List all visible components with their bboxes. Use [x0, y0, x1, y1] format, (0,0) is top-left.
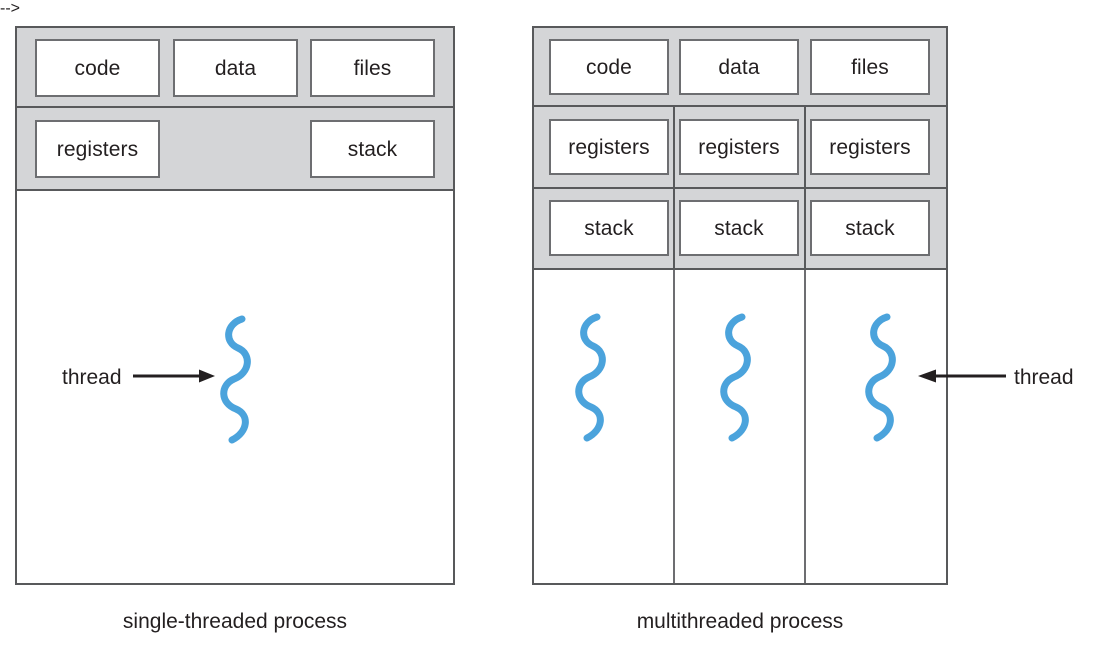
shared-resources-band: code data files: [17, 28, 453, 108]
single-threaded-process-panel: code data files registers stack: [15, 26, 455, 585]
cell-registers: registers: [549, 119, 669, 175]
cell-stack: stack: [810, 200, 930, 256]
multithreaded-process-panel: code data files registers registers regi…: [532, 26, 948, 585]
caption-multithreaded: multithreaded process: [636, 610, 844, 633]
band-column-divider: [673, 107, 675, 189]
cell-files: files: [310, 39, 435, 97]
cell-data: data: [679, 39, 799, 95]
band-column-divider: [673, 189, 675, 270]
cell-registers: registers: [810, 119, 930, 175]
cell-data: data: [173, 39, 298, 97]
cell-code: code: [35, 39, 160, 97]
thread-squiggle: [861, 313, 901, 444]
cell-stack: stack: [549, 200, 669, 256]
thread-squiggle: [571, 313, 611, 444]
cell-code: code: [549, 39, 669, 95]
caption-single-threaded: single-threaded process: [122, 610, 348, 633]
band-column-divider: [804, 189, 806, 270]
cell-registers: registers: [679, 119, 799, 175]
thread-column-divider: [804, 270, 806, 583]
thread-callout-label-left: thread: [62, 366, 122, 389]
cell-registers: registers: [35, 120, 160, 178]
thread-state-band: registers stack: [17, 108, 453, 191]
band-column-divider: [804, 107, 806, 189]
thread-column-divider: [673, 270, 675, 583]
thread-squiggle: [216, 315, 256, 446]
registers-band: registers registers registers: [534, 107, 946, 189]
thread-callout-label-right: thread: [1014, 366, 1074, 389]
thread-squiggle: [716, 313, 756, 444]
stack-band: stack stack stack: [534, 189, 946, 270]
cell-files: files: [810, 39, 930, 95]
cell-stack: stack: [679, 200, 799, 256]
shared-resources-band: code data files: [534, 28, 946, 107]
cell-stack: stack: [310, 120, 435, 178]
